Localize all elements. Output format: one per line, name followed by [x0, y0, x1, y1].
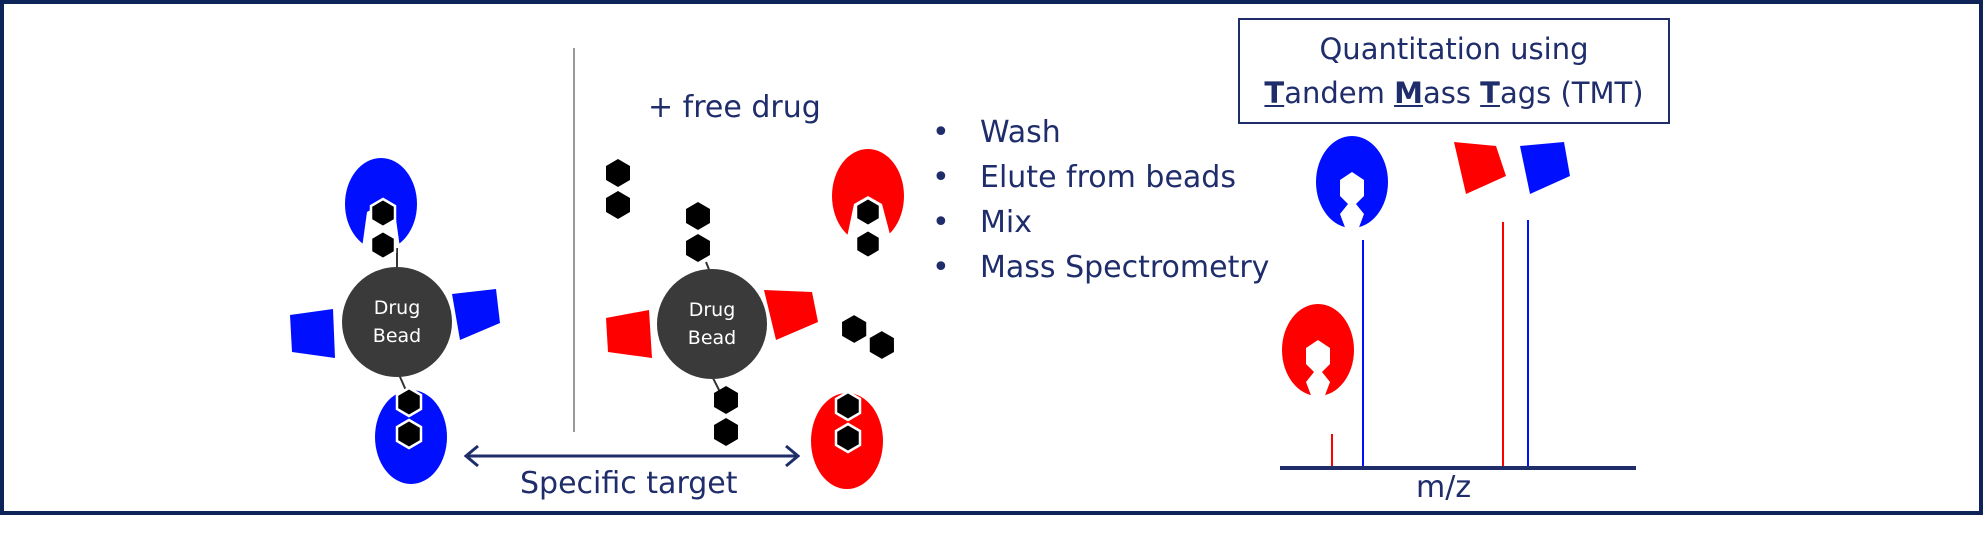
middle-bead-assembly: [606, 149, 904, 489]
red-reporter-tag: [1454, 142, 1506, 194]
red-tag-left: [606, 310, 652, 358]
tmt-part: ags (TMT): [1499, 76, 1644, 110]
red-tag-right: [764, 290, 818, 340]
drug-bead-middle: [657, 269, 767, 379]
outer-border: [0, 0, 1983, 515]
free-drug-bead-bottom: [714, 386, 738, 446]
free-drug-bead-top: [686, 202, 710, 262]
bead-label-left-line1: Drug: [373, 297, 421, 319]
tmt-part: T: [1480, 76, 1500, 110]
left-bead-assembly: [290, 158, 500, 484]
bead-label-middle-line1: Drug: [688, 299, 736, 321]
red-target-protein-top: [832, 149, 904, 260]
blue-reporter-tag: [1520, 142, 1570, 194]
tmt-part: andem: [1284, 76, 1395, 110]
blue-tag-right: [452, 289, 500, 340]
step-item: Elute from beads: [932, 155, 1269, 200]
tmt-part: M: [1394, 76, 1423, 110]
free-drug-2: [836, 311, 900, 363]
specific-target-label: Specific target: [520, 466, 738, 501]
step-item: Mix: [932, 200, 1269, 245]
specific-target-arrow: [463, 444, 801, 468]
blue-target-protein-bottom: [375, 386, 447, 484]
red-protein-peak: [1282, 304, 1354, 398]
drug-bead-left: [342, 267, 452, 377]
tmt-part: T: [1264, 76, 1285, 110]
tmt-line-2: Tandem Mass Tags (TMT): [1240, 71, 1668, 115]
workflow-steps: Wash Elute from beads Mix Mass Spectrome…: [932, 110, 1269, 290]
step-item: Wash: [932, 110, 1269, 155]
blue-tag-left: [290, 309, 335, 358]
bead-label-left: Drug Bead: [342, 294, 452, 350]
blue-target-protein-top: [345, 158, 417, 261]
free-drug-1: [606, 159, 630, 219]
free-drug-title: + free drug: [648, 90, 821, 125]
step-item: Mass Spectrometry: [932, 245, 1269, 290]
tmt-part: ass: [1422, 76, 1481, 110]
bead-label-left-line2: Bead: [372, 325, 422, 347]
bead-label-middle: Drug Bead: [657, 296, 767, 352]
red-target-protein-bottom: [811, 390, 883, 489]
tmt-line-1: Quantitation using: [1319, 32, 1589, 66]
bead-label-middle-line2: Bead: [687, 327, 737, 349]
mz-axis-label: m/z: [1416, 470, 1472, 505]
mass-spectrum: [1280, 136, 1636, 470]
tmt-title-box: Quantitation using Tandem Mass Tags (TMT…: [1238, 18, 1670, 124]
blue-protein-peak: [1316, 136, 1388, 230]
